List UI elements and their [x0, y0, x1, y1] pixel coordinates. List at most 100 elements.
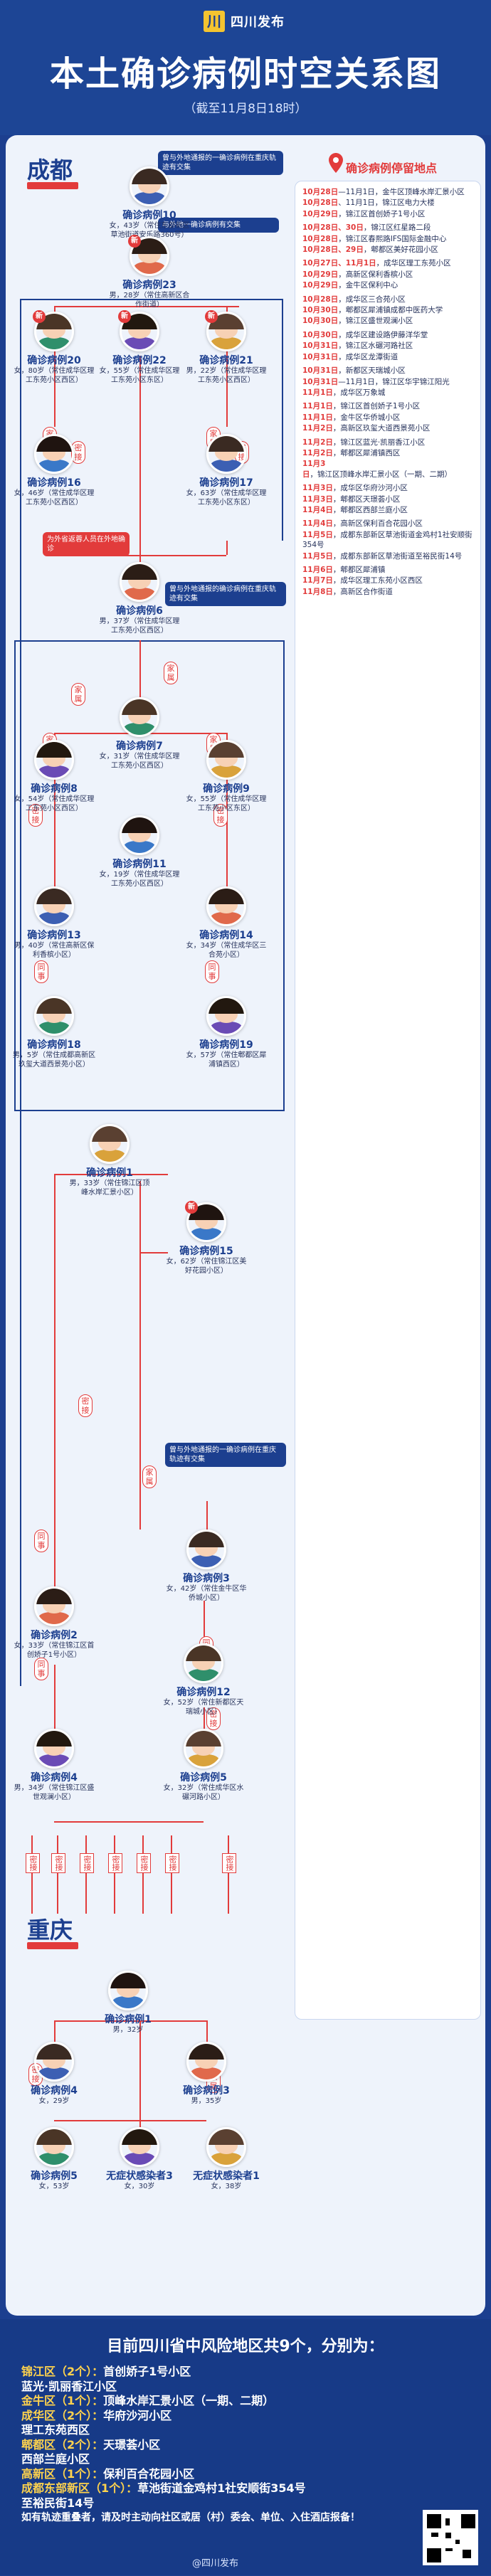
relation-tag-colleague: 同事: [205, 960, 219, 983]
person-avatar-icon: [206, 2127, 246, 2167]
stay-date: 10月28日: [302, 234, 339, 243]
qr-code-icon: [423, 2510, 478, 2565]
connector-line: [206, 2020, 208, 2042]
risk-area-row: 理工东苑西区: [21, 2420, 477, 2437]
person-avatar-icon: [90, 1124, 130, 1164]
case-card-p16: 确诊病例16 女，46岁（常住成华区理工东苑小区西区）: [11, 434, 97, 507]
area-name: 西部兰庭小区: [21, 2452, 90, 2466]
stay-date: 11月2日: [302, 438, 333, 447]
connector-line: [226, 306, 228, 427]
risk-area-title: 目前四川省中风险地区共9个，分别为：: [107, 2338, 384, 2355]
stay-item: 11月8日，高新区合作街道: [302, 587, 473, 597]
case-info: 女，30岁: [124, 2183, 155, 2190]
person-avatar-icon: [130, 236, 169, 276]
person-avatar-icon: [120, 815, 159, 855]
case-name: 确诊病例3: [183, 2085, 230, 2097]
person-avatar-icon: [184, 1643, 223, 1683]
stay-date: 11月3日: [302, 484, 333, 493]
person-avatar-icon: [34, 2042, 74, 2082]
case-info: 男，33岁（常住锦江区顶峰水岸汇景小区）: [69, 1180, 150, 1197]
risk-area-row: 至裕民街14号: [21, 2493, 477, 2511]
connector-line: [54, 306, 239, 307]
city-chongqing-underline: [27, 1942, 78, 1949]
case-name: 确诊病例12: [176, 1687, 231, 1698]
area-name: 至裕民街14号: [21, 2496, 95, 2510]
stay-item: 10月29日，高新区保利香槟小区: [302, 270, 473, 280]
case-info: 女，38岁: [211, 2183, 242, 2190]
stay-item: 10月28日，成华区三合苑小区: [302, 295, 473, 304]
note-case23: 与外地一确诊病例有交集: [158, 218, 279, 233]
relation-tag-dense: 密接: [165, 1853, 179, 1873]
stay-gap: [302, 598, 473, 600]
person-avatar-icon: [108, 1971, 148, 2010]
sichuan-logo-icon: 川: [204, 11, 225, 32]
connector-line: [14, 1110, 285, 1111]
relation-tag-family: 家属: [71, 683, 85, 706]
relation-tag-family: 家属: [164, 662, 178, 684]
stay-date: 11月1日: [302, 388, 333, 397]
case-name: 确诊病例10: [122, 210, 176, 221]
stay-date: 10月28日: [302, 198, 339, 208]
case-info: 女，62岁（常住锦江区美好花园小区）: [166, 1258, 247, 1275]
stay-date: 10月28日: [302, 188, 339, 196]
city-chengdu: 成都: [27, 157, 73, 184]
connector-line: [54, 555, 226, 556]
stay-place: ，成都东部新区草池街道至裕民街14号: [332, 551, 463, 561]
stay-item: 10月28日、30日，锦江区红星路二段: [302, 223, 473, 233]
note-case16: 为外省返蓉人员在外地确诊: [43, 532, 130, 556]
note-case6: 曾与外地通报的确诊病例在重庆轨迹有交集: [165, 582, 286, 606]
case-card-p8: 确诊病例8 女，54岁（常住成华区理工东苑小区西区）: [11, 740, 97, 813]
case-name: 确诊病例15: [179, 1246, 233, 1257]
case-name: 无症状感染者1: [193, 2170, 260, 2182]
case-info: 男，37岁（常住成华区理工东苑小区西区）: [99, 618, 180, 635]
case-name: 确诊病例1: [86, 1167, 133, 1179]
connector-line: [206, 1501, 208, 1530]
stay-list-title: 确诊病例停留地点: [346, 161, 438, 175]
connector-line: [171, 1835, 172, 1914]
stay-date: 10月30日: [302, 317, 339, 326]
stay-date: 11月6日: [302, 566, 333, 574]
connector-line: [283, 640, 285, 1110]
person-avatar-icon: [120, 697, 159, 737]
stay-place: ，郫都区犀浦镇成都中医药大学: [338, 306, 443, 315]
area-name: 保利百合花园小区: [103, 2466, 195, 2481]
risk-area-row: 西部兰庭小区: [21, 2449, 477, 2466]
note-case15: 曾与外地通报的一确诊病例在重庆轨迹有交集: [165, 1443, 286, 1467]
stay-place: ，锦江区水碾河路社区: [338, 341, 413, 351]
case-card-p13: 确诊病例13 男，40岁（常住高新区保利香槟小区）: [11, 886, 97, 960]
connector-line: [114, 1835, 115, 1914]
case-name: 确诊病例23: [122, 280, 176, 291]
stay-place: ，高新区保利香槟小区: [338, 270, 413, 279]
relation-tag-dense: 密接: [28, 804, 43, 827]
connector-line: [54, 306, 56, 427]
stay-date: 11月1日: [302, 402, 333, 411]
stay-item: 10月29日，锦江区首创娇子1号小区: [302, 209, 473, 219]
person-avatar-icon: [34, 2127, 74, 2167]
stay-place: ，郫都区美好花园小区: [363, 245, 438, 255]
case-info: 女，33岁（常住锦江区首创娇子1号小区）: [14, 1642, 95, 1659]
case-card-p23: 新确诊病例23 男，28岁（常住高新区合作街道）: [107, 235, 192, 309]
stay-date: 11月5日: [302, 530, 333, 539]
header: 川 四川发布 本土确诊病例时空关系图 （截至11月8日18时）: [0, 0, 491, 135]
stay-date: 11月2日: [302, 448, 333, 457]
case-name: 确诊病例16: [27, 477, 81, 489]
case-info: 女，57岁（常住郫都区犀浦镇西区）: [186, 1051, 267, 1069]
case-info: 女，55岁（常住成华区理工东苑小区东区）: [99, 367, 180, 384]
stay-date: 10月31日: [302, 352, 339, 361]
stay-place: ，郫都区犀浦镇: [332, 566, 386, 574]
relation-tag-family: 家属: [142, 1465, 157, 1488]
person-avatar-icon: [184, 1729, 223, 1769]
district-label: 金牛区（1个）：: [21, 2394, 104, 2407]
stay-date: 11月1日: [302, 413, 333, 422]
stay-item: 11月5日，成都东部新区草池街道金鸡村1社安顺街354号: [302, 530, 473, 551]
case-name: 确诊病例19: [199, 1039, 253, 1051]
case-name: 确诊病例20: [27, 355, 81, 366]
connector-line: [54, 2020, 56, 2042]
case-card-p15: 新确诊病例15 女，62岁（常住锦江区美好花园小区）: [164, 1201, 249, 1276]
relation-tag-dense: 密接: [137, 1853, 151, 1873]
stay-date: 11月3日: [302, 494, 333, 504]
connector-line: [20, 299, 21, 1686]
connector-line: [54, 2120, 206, 2121]
stay-item: 11月3日，锦江区顶峰水岸汇景小区（一期、二期）: [302, 459, 473, 479]
